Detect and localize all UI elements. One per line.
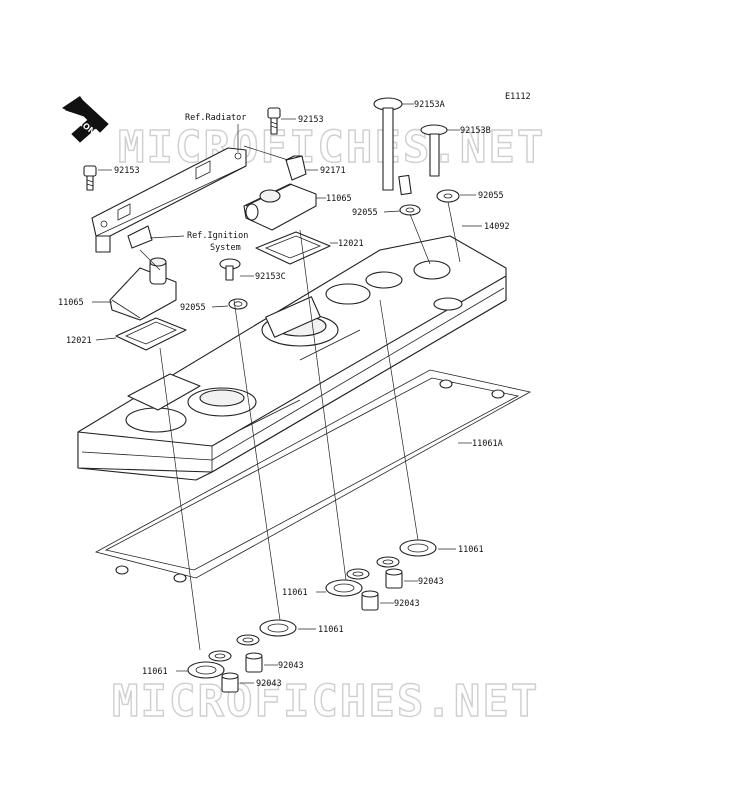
clip-92171: [285, 155, 307, 181]
watermark-bottom: MICROFICHES.NET: [112, 676, 539, 727]
seal-washer-left-1: [236, 634, 260, 646]
assembly-lines: [139, 201, 461, 651]
washer-92055-left: [228, 298, 248, 310]
label-92043-r1: 92043: [418, 577, 444, 587]
watermark-top: MICROFICHES.NET: [118, 122, 545, 173]
seal-11061-right-1: [399, 539, 437, 557]
seal-washer-right: [376, 556, 400, 568]
label-12021-left: 12021: [66, 336, 92, 346]
label-92153-left: 92153: [114, 166, 140, 176]
collar-92043-right-1: [385, 568, 403, 589]
label-92043-l1: 92043: [278, 661, 304, 671]
tube-11065-left: [109, 257, 177, 321]
seal-washer-mid: [346, 568, 370, 580]
label-11061-r2: 11061: [282, 588, 308, 598]
gasket-12021-left: [115, 317, 187, 351]
label-14092: 14092: [484, 222, 510, 232]
label-92171: 92171: [320, 166, 346, 176]
label-92153-top: 92153: [298, 115, 324, 125]
label-92043-r2: 92043: [394, 599, 420, 609]
label-11061-r1: 11061: [458, 545, 484, 555]
ref-ignition-2: System: [210, 243, 241, 253]
label-92153A: 92153A: [414, 100, 445, 110]
collar-92043-left-1: [245, 652, 263, 673]
ref-ignition-1: Ref.Ignition: [187, 231, 248, 241]
bolt-92153A: [373, 97, 412, 196]
label-92055-right: 92055: [478, 191, 504, 201]
seal-11061-right-2: [325, 579, 363, 597]
label-11061A: 11061A: [472, 439, 503, 449]
tube-11065-right: [243, 183, 317, 231]
seal-11061-mid: [259, 619, 297, 637]
bolt-92153-top: [267, 107, 281, 135]
washer-92055-right: [436, 189, 460, 203]
collar-92043-right-2: [361, 590, 379, 611]
cylinder-head-cover-14092: [77, 235, 507, 481]
collar-92043-left-2: [221, 672, 239, 693]
seal-washer-left-2: [208, 650, 232, 662]
bolt-92153-left: [83, 165, 97, 191]
diagram-code: E1112: [505, 92, 531, 102]
label-92055-left: 92055: [180, 303, 206, 313]
radiator-bracket: [91, 147, 247, 253]
seal-11061-left: [187, 661, 225, 679]
gasket-12021-right: [255, 231, 331, 265]
washer-92055-mid: [399, 204, 421, 216]
label-12021-right: 12021: [338, 239, 364, 249]
bolt-92153B: [420, 124, 448, 177]
label-11065-right: 11065: [326, 194, 352, 204]
front-arrow-icon: FRONT: [62, 96, 109, 143]
gasket-11061A: [94, 369, 532, 583]
label-92153C: 92153C: [255, 272, 286, 282]
label-11061-l: 11061: [142, 667, 168, 677]
label-92043-l2: 92043: [256, 679, 282, 689]
ref-radiator: Ref.Radiator: [185, 113, 246, 123]
label-11061-m: 11061: [318, 625, 344, 635]
label-11065-left: 11065: [58, 298, 84, 308]
label-92055-mid: 92055: [352, 208, 378, 218]
label-92153B: 92153B: [460, 126, 491, 136]
bolt-92153C: [219, 258, 241, 281]
